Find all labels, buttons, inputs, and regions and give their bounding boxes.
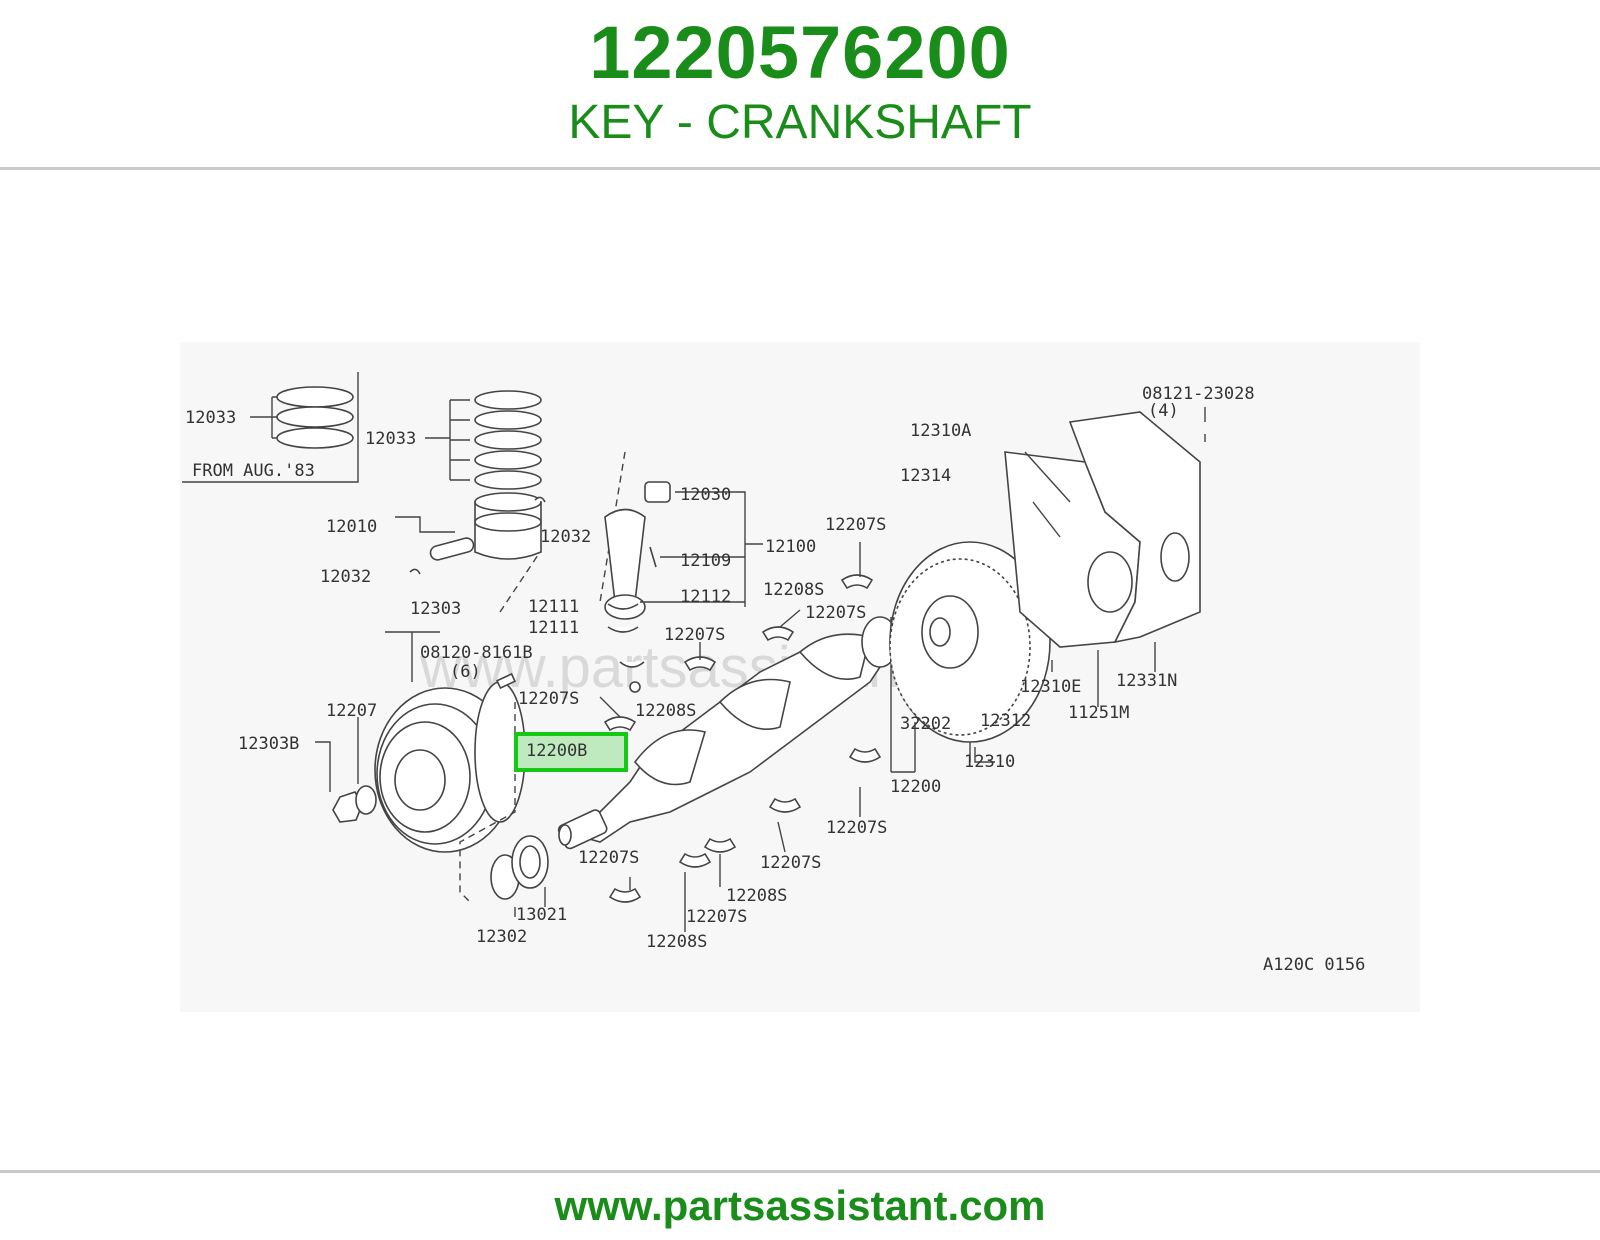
- label-12331n: 12331N: [1116, 671, 1177, 691]
- label-12208s: 12208S: [635, 701, 696, 721]
- label-12032: 12032: [540, 527, 591, 547]
- note-from-aug: FROM AUG.'83: [192, 461, 315, 481]
- part-name: KEY - CRANKSHAFT: [568, 96, 1032, 149]
- label-12109: 12109: [680, 551, 731, 571]
- label-12010: 12010: [326, 517, 377, 537]
- label-12200: 12200: [890, 777, 941, 797]
- label-12033: 12033: [365, 429, 416, 449]
- piston-rings-inset: [182, 372, 359, 483]
- label-12111: 12111: [528, 597, 579, 617]
- page-header: 1220576200 KEY - CRANKSHAFT: [0, 0, 1600, 168]
- label-bolt-qty-6: (6): [450, 662, 481, 682]
- crankshaft: [557, 616, 916, 850]
- label-12208s: 12208S: [646, 932, 707, 952]
- rear-plate: [1004, 407, 1206, 707]
- label-bolt-08120-8161b: 08120-8161B: [420, 643, 533, 663]
- label-12207s: 12207S: [760, 853, 821, 873]
- flywheel: [889, 541, 1051, 763]
- label-12100: 12100: [765, 537, 816, 557]
- label-12303: 12303: [410, 599, 461, 619]
- highlighted-part-box[interactable]: [514, 732, 628, 772]
- label-12200b-highlighted[interactable]: 12200B: [526, 741, 587, 761]
- label-12207s: 12207S: [826, 818, 887, 838]
- label-12312: 12312: [980, 711, 1031, 731]
- label-12207s: 12207S: [686, 907, 747, 927]
- footer-website-link[interactable]: www.partsassistant.com: [554, 1182, 1046, 1229]
- label-12032: 12032: [320, 567, 371, 587]
- label-12207: 12207: [326, 701, 377, 721]
- exploded-view-svg: www.partsassistant.com: [182, 372, 1365, 975]
- label-12310: 12310: [964, 752, 1015, 772]
- diagram-code: A120C 0156: [1263, 955, 1365, 975]
- label-12111: 12111: [528, 618, 579, 638]
- label-12310e: 12310E: [1020, 677, 1081, 697]
- label-12207s: 12207S: [805, 603, 866, 623]
- label-12207s: 12207S: [518, 689, 579, 709]
- label-12303b: 12303B: [238, 734, 299, 754]
- footer-divider: [0, 1170, 1600, 1173]
- label-12208s: 12208S: [763, 580, 824, 600]
- label-12314: 12314: [900, 466, 951, 486]
- piston-assembly: [395, 390, 546, 613]
- label-12302: 12302: [476, 927, 527, 947]
- label-12207s: 12207S: [664, 625, 725, 645]
- label-12033: 12033: [185, 408, 236, 428]
- label-32202: 32202: [900, 714, 951, 734]
- label-12112: 12112: [680, 587, 731, 607]
- label-12207s: 12207S: [825, 515, 886, 535]
- label-12030: 12030: [680, 485, 731, 505]
- label-11251m: 11251M: [1068, 703, 1129, 723]
- label-bolt-qty-4: (4): [1148, 401, 1179, 421]
- label-13021: 13021: [516, 905, 567, 925]
- part-number: 1220576200: [589, 11, 1011, 94]
- label-12208s: 12208S: [726, 886, 787, 906]
- label-12310a: 12310A: [910, 421, 971, 441]
- parts-diagram: www.partsassistant.com: [180, 342, 1420, 1012]
- label-bolt-08121-23028: 08121-23028: [1142, 384, 1255, 404]
- connecting-rod: [599, 451, 763, 693]
- crank-nut-washer: [315, 717, 377, 823]
- header-divider: [0, 167, 1600, 170]
- label-12207s: 12207S: [578, 848, 639, 868]
- main-bearings: [599, 542, 882, 932]
- crank-pulley: [374, 631, 526, 903]
- timing-gear-seal: [490, 835, 549, 917]
